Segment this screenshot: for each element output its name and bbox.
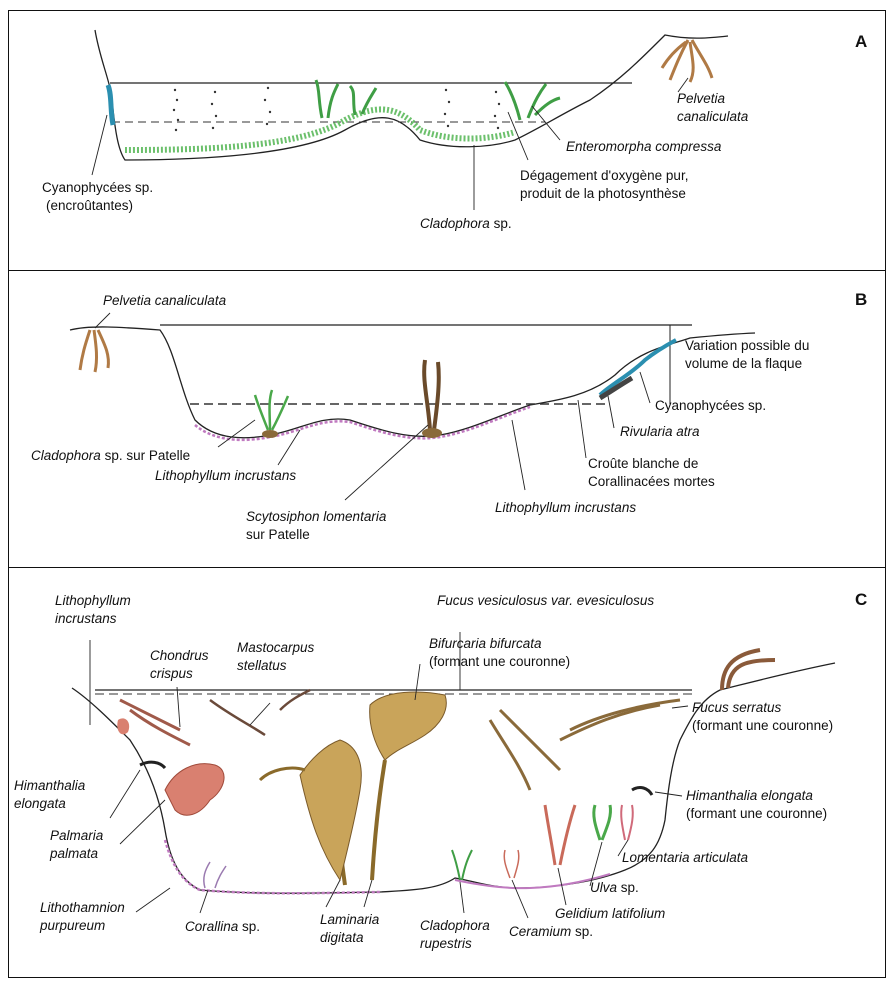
patelle-1 [262, 430, 278, 438]
label-litho-right-b: Lithophyllum incrustans [495, 500, 636, 515]
label-lomentaria: Lomentaria articulata [622, 850, 749, 865]
label-chondrus-2: crispus [150, 666, 193, 681]
label-himan-right-2: (formant une couronne) [686, 806, 827, 821]
pelvetia-a [662, 40, 712, 82]
label-cyano-b: Cyanophycées sp. [655, 398, 766, 413]
label-laminaria-1: Laminaria [320, 912, 380, 927]
palmaria-palmata [165, 764, 224, 815]
label-lithotham-2: purpureum [39, 918, 105, 933]
label-bifurcaria-2: (formant une couronne) [429, 654, 570, 669]
label-laminaria-2: digitata [320, 930, 364, 945]
label-himan-right-1: Himanthalia elongata [686, 788, 813, 803]
label-palmaria-1: Palmaria [50, 828, 104, 843]
cladophora-rupestris [452, 850, 472, 880]
label-corallina: Corallina sp. [185, 919, 260, 934]
label-cladophora-a: Cladophora sp. [420, 216, 512, 231]
label-gelidium: Gelidium latifolium [555, 906, 665, 921]
laminaria-digitata [260, 692, 446, 885]
label-variation-1: Variation possible du [685, 338, 809, 353]
label-rivularia: Rivularia atra [620, 424, 700, 439]
label-variation-2: volume de la flaque [685, 356, 802, 371]
label-scyto-2: sur Patelle [246, 527, 310, 542]
label-croute-1: Croûte blanche de [588, 456, 698, 471]
label-litho-c-2: incrustans [55, 611, 117, 626]
ulva [594, 805, 611, 840]
patelle-2 [422, 428, 442, 438]
label-enteromorpha: Enteromorpha compressa [566, 139, 722, 154]
label-himan-left-1: Himanthalia [14, 778, 86, 793]
label-ulva: Ulva sp. [590, 880, 639, 895]
label-himan-left-2: elongata [14, 796, 66, 811]
label-pelvetia-a-1: Pelvetia [677, 91, 726, 106]
fucus-serratus-crown [490, 700, 680, 790]
lomentaria-articulata [621, 805, 633, 840]
label-lithotham-1: Lithothamnion [40, 900, 125, 915]
panel-b-letter: B [855, 290, 867, 309]
label-masto-2: stellatus [237, 658, 287, 673]
pool-b-profile [70, 327, 755, 438]
cyano-b [600, 340, 676, 395]
label-clado-c-2: rupestris [420, 936, 472, 951]
himanthalia-right [632, 788, 652, 795]
panel-c: C Lithophyllum incrustans Chondrus crisp… [14, 590, 867, 951]
label-litho-left-b: Lithophyllum incrustans [155, 468, 296, 483]
label-litho-c-1: Lithophyllum [55, 593, 131, 608]
oxygen-bubbles [173, 87, 500, 131]
panel-a-letter: A [855, 32, 867, 51]
label-croute-2: Corallinacées mortes [588, 474, 715, 489]
cyano-crust-a [108, 85, 113, 125]
label-bifurcaria-1: Bifurcaria bifurcata [429, 636, 542, 651]
corallina-crust [455, 874, 610, 888]
label-cladophora-patelle: Cladophora sp. sur Patelle [31, 448, 190, 463]
label-palmaria-2: palmata [49, 846, 99, 861]
label-fucus-serr-1: Fucus serratus [692, 700, 782, 715]
fucus-vesiculosus [722, 650, 775, 690]
scytosiphon-b [424, 360, 439, 430]
pelvetia-b [80, 330, 108, 372]
panel-c-letter: C [855, 590, 867, 609]
label-chondrus-1: Chondrus [150, 648, 209, 663]
label-cyano-a-1: Cyanophycées sp. [42, 180, 153, 195]
panel-a: A Pelvetia canaliculata Enteromorpha com… [42, 30, 867, 231]
ceramium [504, 850, 519, 878]
mastocarpus-stellatus [210, 690, 310, 735]
label-fucus-ves: Fucus vesiculosus var. evesiculosus [437, 593, 654, 608]
label-clado-c-1: Cladophora [420, 918, 490, 933]
lithophyllum-c [117, 718, 129, 734]
cladophora-patelle-b [255, 390, 288, 430]
label-pelvetia-a-2: canaliculata [677, 109, 749, 124]
label-scyto-1: Scytosiphon lomentaria [246, 509, 387, 524]
label-ceramium: Ceramium sp. [509, 924, 593, 939]
gelidium-latifolium [545, 805, 575, 865]
label-fucus-serr-2: (formant une couronne) [692, 718, 833, 733]
corallina [204, 862, 226, 888]
label-pelvetia-b: Pelvetia canaliculata [103, 293, 227, 308]
label-oxygene-1: Dégagement d'oxygène pur, [520, 168, 688, 183]
label-masto-1: Mastocarpus [237, 640, 315, 655]
label-cyano-a-2: (encroûtantes) [46, 198, 133, 213]
label-oxygene-2: produit de la photosynthèse [520, 186, 686, 201]
panel-b: B Pelvetia canaliculata Variation possib… [31, 290, 867, 542]
